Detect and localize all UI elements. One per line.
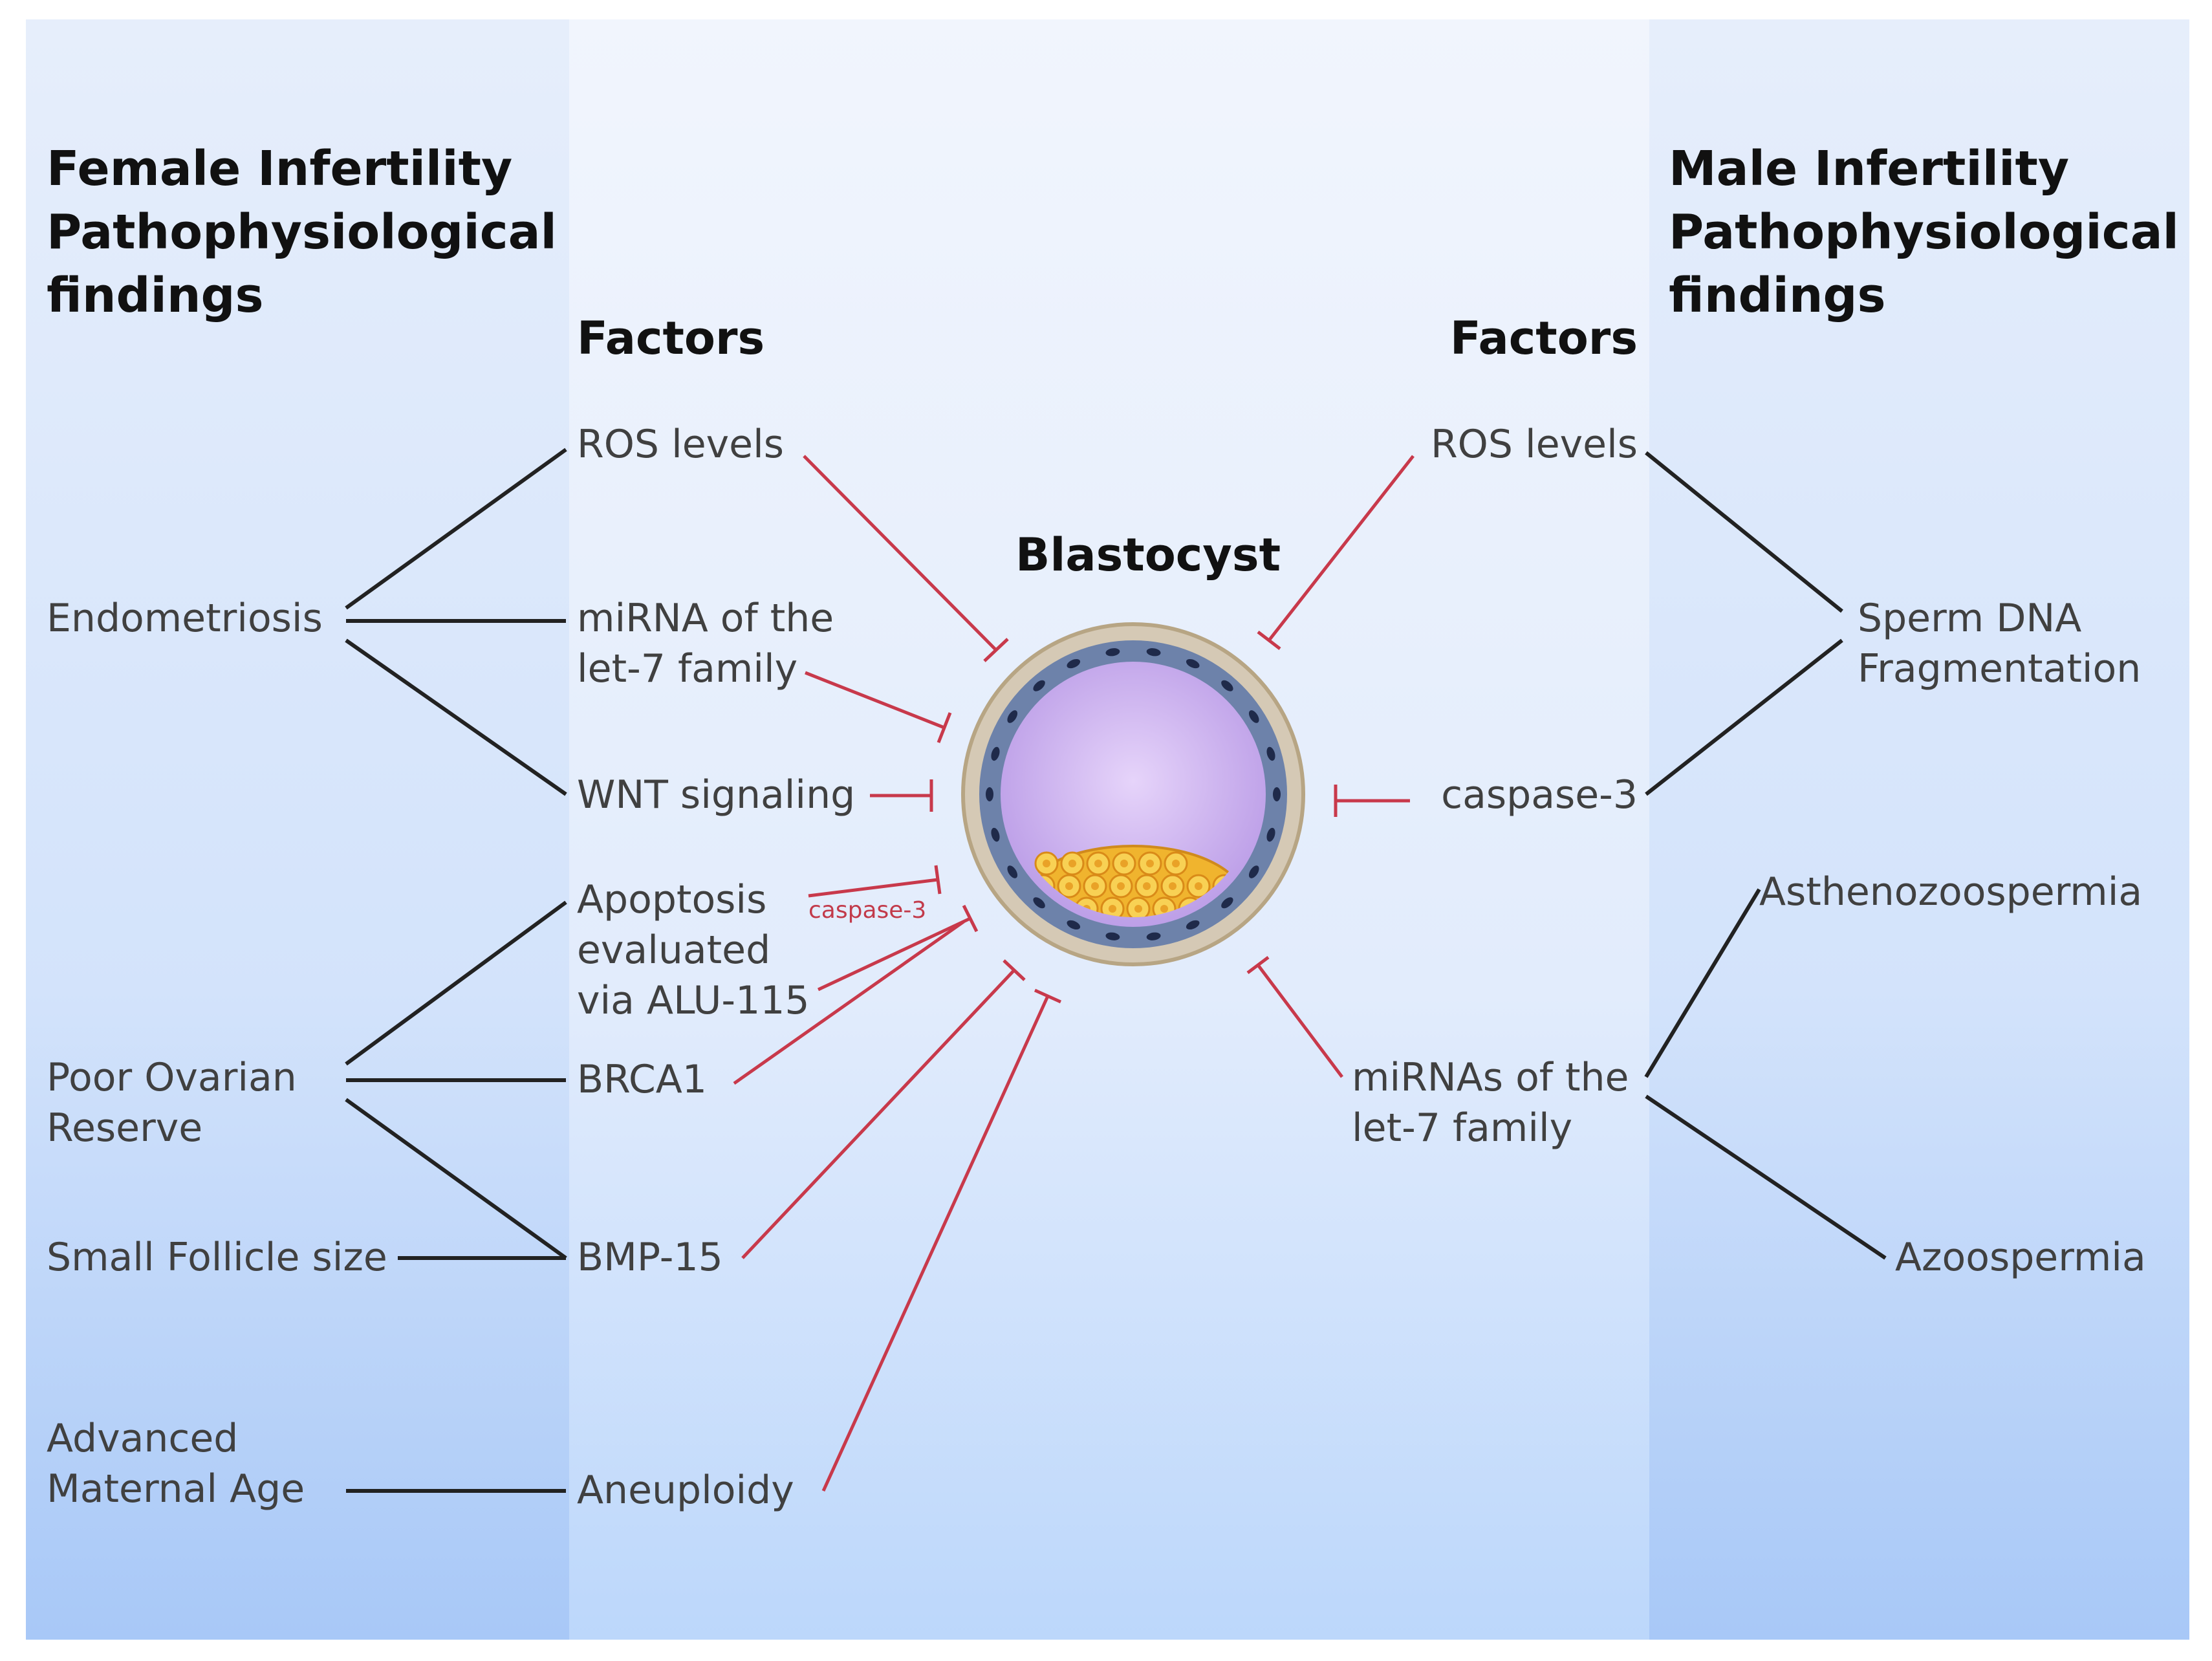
finding-astheno: Asthenozoospermia: [1759, 869, 2143, 915]
icm-cell-nucleus: [1043, 860, 1050, 867]
male-header: Male Infertility Pathophysiological find…: [1669, 141, 2179, 323]
icm-cell-nucleus: [1120, 860, 1128, 867]
nucleus: [1105, 648, 1120, 657]
icm-cell-nucleus: [1068, 860, 1076, 867]
inhibit-caspase-small: [808, 878, 938, 898]
panel-male: [1649, 19, 2189, 1640]
nucleus: [1248, 865, 1259, 878]
finding-azoo: Azoospermia: [1895, 1235, 2146, 1280]
icm-cell-nucleus: [1091, 882, 1099, 890]
inhibit-mirna-left: [805, 671, 945, 730]
factor-mirnas-male: miRNAs of the let-7 family: [1352, 1055, 1629, 1151]
nucleus: [1033, 897, 1045, 909]
nucleus: [986, 787, 993, 801]
nucleus: [1248, 710, 1259, 723]
factor-mirna-female: miRNA of the let-7 family: [577, 596, 834, 691]
factor-bmp15: BMP-15: [577, 1235, 723, 1280]
inhibit-apoptosis: [817, 917, 971, 992]
icm-cell-nucleus: [1143, 882, 1151, 890]
nucleus: [1273, 787, 1281, 801]
factor-aneuploidy: Aneuploidy: [577, 1468, 794, 1513]
inhibit-mirna-left-bar: [937, 712, 952, 743]
nucleus: [991, 746, 1000, 761]
nucleus: [1266, 827, 1275, 842]
nucleus: [1146, 932, 1161, 940]
finding-advanced-maternal-age: Advanced Maternal Age: [47, 1416, 305, 1512]
inhibit-caspase-small-bar: [934, 865, 942, 895]
finding-endometriosis: Endometriosis: [47, 596, 323, 641]
inhibit-aneuploidy-bar: [1034, 988, 1062, 1004]
factor-apoptosis: Apoptosis evaluated via ALU-115: [577, 877, 810, 1023]
female-header: Female Infertility Pathophysiological fi…: [47, 141, 557, 323]
link-por-apoptosis: [345, 900, 567, 1066]
icm-cell-nucleus: [1146, 860, 1154, 867]
trophectoderm-nuclei: [986, 648, 1281, 940]
icm-cell-nucleus: [1117, 882, 1125, 890]
inhibit-brca1: [733, 920, 965, 1085]
female-links: [345, 448, 567, 1493]
factor-brca1: BRCA1: [577, 1057, 707, 1102]
factor-caspase-male: caspase-3: [1441, 772, 1638, 818]
nucleus: [1007, 865, 1018, 878]
inhibition-arrows: [733, 455, 1415, 1492]
nucleus: [1266, 746, 1275, 761]
link-endometriosis-ros: [345, 448, 567, 610]
inhibit-ros-right: [1268, 455, 1415, 642]
nucleus: [1146, 648, 1161, 657]
blastocyst: [961, 622, 1305, 966]
nucleus: [1105, 932, 1120, 940]
nucleus: [991, 827, 1000, 842]
inhibit-ros-left-bar: [983, 638, 1009, 662]
link-endometriosis-wnt: [345, 638, 567, 796]
nucleus: [1221, 897, 1233, 909]
blastocyst-title: Blastocyst: [1015, 528, 1281, 581]
nucleus: [1067, 920, 1081, 930]
inhibit-mirnas-right-bar: [1246, 956, 1270, 974]
icm-cell-nucleus: [1169, 882, 1176, 890]
factors-left-header: Factors: [577, 312, 765, 365]
factor-ros-male: ROS levels: [1430, 422, 1638, 467]
male-links: [1644, 451, 1887, 1260]
finding-poor-ovarian-reserve: Poor Ovarian Reserve: [47, 1055, 297, 1151]
link-por-bmp15: [345, 1098, 567, 1260]
link-ros-sperm: [1645, 451, 1843, 613]
panel-female: [26, 19, 569, 1640]
inhibit-apoptosis-bar: [962, 904, 979, 933]
nucleus: [1067, 658, 1081, 669]
factor-ros-female: ROS levels: [577, 422, 785, 467]
inhibit-ros-left: [803, 455, 997, 651]
inhibit-ros-right-bar: [1257, 631, 1281, 650]
nucleus: [1221, 680, 1233, 691]
inhibit-mirnas-right: [1257, 964, 1343, 1078]
nucleus: [1033, 680, 1045, 691]
inhibit-aneuploidy: [821, 995, 1050, 1492]
icm-cell-nucleus: [1065, 882, 1073, 890]
nucleus: [1186, 658, 1200, 669]
icm-cell-nucleus: [1134, 905, 1142, 913]
link-mirnas-azoo: [1645, 1094, 1887, 1260]
nucleus: [1007, 710, 1018, 723]
link-caspase-sperm: [1645, 638, 1843, 796]
link-mirnas-astheno: [1644, 888, 1761, 1078]
finding-small-follicle: Small Follicle size: [47, 1235, 387, 1280]
icm-cell-nucleus: [1160, 905, 1168, 913]
icm-cell-nucleus: [1109, 905, 1116, 913]
inhibit-bmp15-bar: [1003, 959, 1026, 981]
icm-cell-nucleus: [1195, 882, 1202, 890]
factor-wnt: WNT signaling: [577, 772, 856, 818]
finding-sperm-dna: Sperm DNA Fragmentation: [1858, 596, 2142, 691]
icm-cell-nucleus: [1094, 860, 1102, 867]
factors-right-header: Factors: [1449, 312, 1638, 365]
inhibit-bmp15: [741, 969, 1015, 1259]
factor-caspase-small: caspase-3: [808, 897, 927, 924]
nucleus: [1186, 920, 1200, 930]
icm-cell-nucleus: [1172, 860, 1180, 867]
